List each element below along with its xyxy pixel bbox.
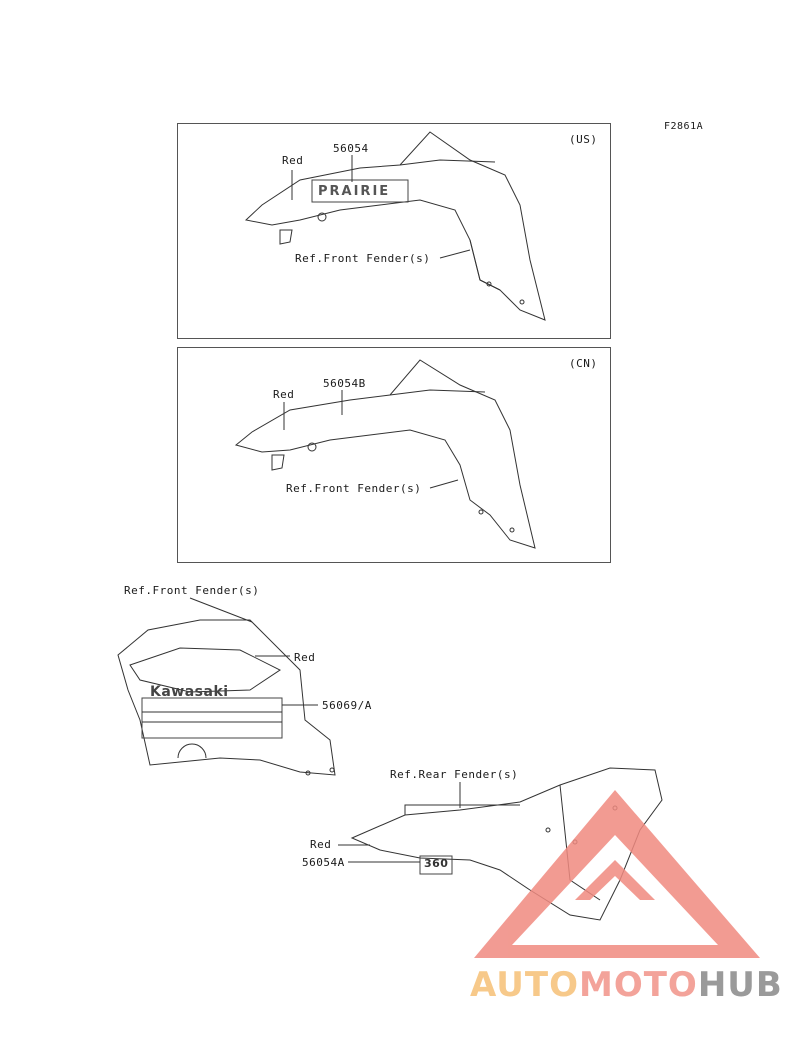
side-decal-outline bbox=[141, 697, 283, 739]
rear-part-number: 56054A bbox=[302, 856, 345, 869]
us-region-label: (US) bbox=[569, 133, 598, 146]
side-part-number: 56069/A bbox=[322, 699, 372, 712]
us-decal-outline bbox=[311, 179, 409, 203]
rear-decal-outline bbox=[419, 855, 453, 875]
rear-decal-text: 360 bbox=[424, 857, 449, 870]
watermark-part3: HUB bbox=[697, 965, 783, 1005]
rear-ref-label: Ref.Rear Fender(s) bbox=[390, 768, 519, 781]
side-decal-text: Kawasaki bbox=[150, 684, 229, 700]
watermark-logo: AUTOMOTOHUB bbox=[470, 965, 783, 1005]
figure-code: F2861A bbox=[664, 121, 704, 132]
cn-color-label: Red bbox=[273, 388, 295, 401]
rear-color-label: Red bbox=[310, 838, 332, 851]
watermark-part2: MOTO bbox=[578, 965, 698, 1005]
side-ref-label: Ref.Front Fender(s) bbox=[124, 584, 260, 597]
cn-front-fender-drawing bbox=[234, 359, 536, 549]
us-decal-text: PRAIRIE bbox=[318, 184, 391, 199]
watermark-triangle bbox=[474, 790, 760, 958]
watermark-part1: AUTO bbox=[470, 965, 579, 1005]
cn-part-number: 56054B bbox=[323, 377, 366, 390]
panel-cn-frame bbox=[177, 347, 611, 563]
cn-region-label: (CN) bbox=[569, 357, 598, 370]
us-ref-label: Ref.Front Fender(s) bbox=[295, 252, 431, 265]
cn-ref-label: Ref.Front Fender(s) bbox=[286, 482, 422, 495]
us-front-fender-drawing bbox=[244, 131, 546, 321]
panel-us-frame bbox=[177, 123, 611, 339]
us-color-label: Red bbox=[282, 154, 304, 167]
side-color-label: Red bbox=[294, 651, 316, 664]
side-panel-drawing bbox=[117, 619, 336, 776]
us-part-number: 56054 bbox=[333, 142, 369, 155]
